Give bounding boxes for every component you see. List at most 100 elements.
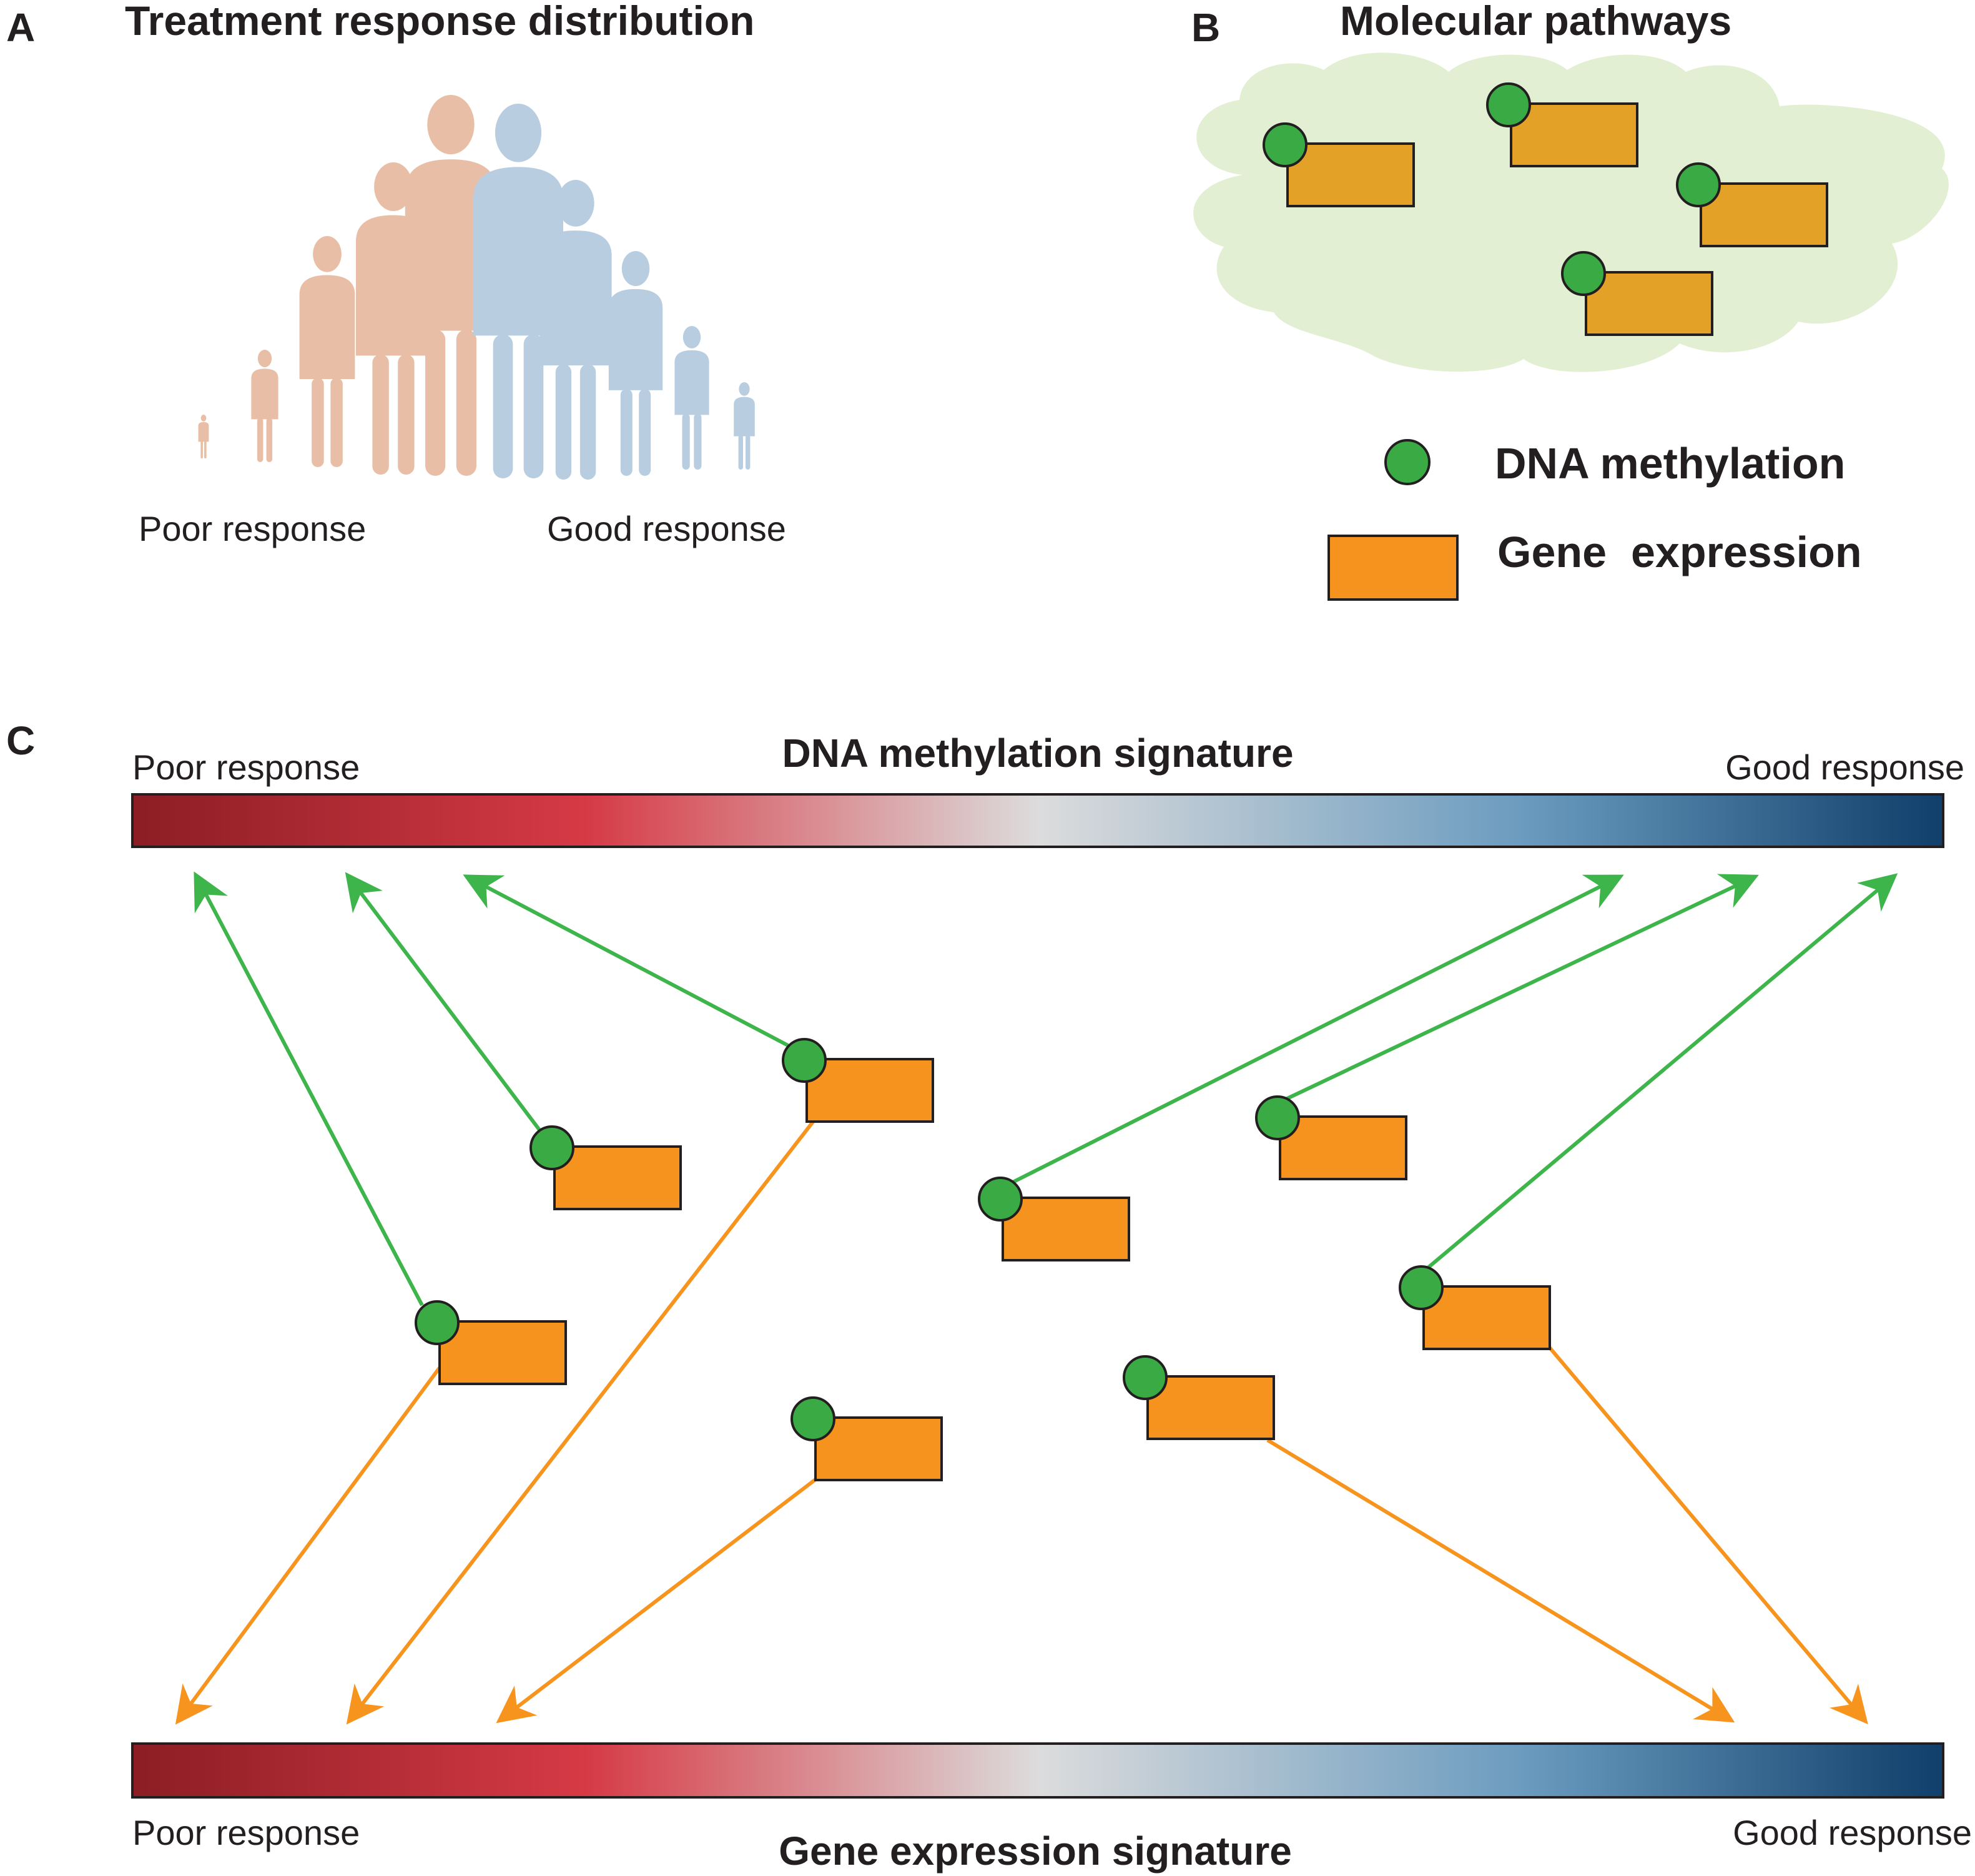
gene-expression-box [1279,1115,1407,1180]
gene-expression-box [1422,1285,1551,1350]
person-head [557,180,594,227]
expression-arrow [496,1476,819,1724]
methylation-legend-icon [1384,439,1431,485]
person-body [734,397,755,437]
person-head [682,326,701,348]
person-leg [620,388,633,476]
expression-arrow [1266,1438,1735,1723]
methylation-legend-label: DNA methylation [1495,439,1845,488]
methylation-dot [1255,1095,1300,1140]
person-head [621,251,650,287]
person-leg [694,413,702,470]
panel-b-letter: B [1191,5,1220,50]
gene-expression-legend-icon [1327,535,1459,601]
person-body [539,230,612,366]
gene-expression-box [1286,142,1415,207]
methylation-arrow [345,872,543,1133]
methylation-arrow [1269,874,1759,1108]
expression-arrow [1540,1338,1868,1725]
person-body [251,368,278,420]
panel-b: B Molecular pathways DNA methylation Gen… [1191,0,1949,601]
person-silhouette-icon [674,326,709,470]
top-good-response-label: Good response [1725,748,1964,787]
gene-expression-box [1146,1375,1275,1440]
methylation-arrow [463,874,789,1047]
gene-expression-box [438,1320,567,1385]
person-leg [493,334,513,478]
gene-expression-box [814,1416,943,1481]
pathway-unit [1255,1095,1407,1180]
gene-expression-box [1585,271,1713,336]
person-head [495,104,542,162]
panel-c-units [415,1038,1551,1481]
panel-c-letter: C [6,718,35,763]
expression-signature-bar [131,1742,1944,1799]
methylation-arrow [1003,874,1624,1188]
expression-signature-title: Gene expression signature [779,1829,1292,1874]
methylation-dot [1676,162,1721,207]
methylation-dot [1263,122,1308,167]
person-leg [639,388,651,476]
connector-arrows [175,871,1898,1725]
gene-expression-legend-label: Gene expression [1497,528,1862,576]
pathway-unit [1123,1355,1275,1440]
person-body [674,350,709,415]
pathway-cloud [1193,52,1949,372]
panel-a-letter: A [6,5,35,50]
methylation-dot [782,1038,827,1083]
person-head [313,236,342,272]
pathway-unit [415,1300,567,1385]
methylation-dot [790,1396,835,1441]
pathway-unit [1399,1265,1551,1350]
people-distribution [198,95,755,480]
pathway-unit [529,1125,682,1210]
person-leg [555,364,572,480]
methylation-dot [1561,251,1606,296]
person-leg [425,329,446,476]
bottom-poor-response-label: Poor response [132,1813,360,1852]
panel-a: A Treatment response distribution Poor r… [6,0,786,548]
person-head [739,382,750,396]
methylation-signature-title: DNA methylation signature [782,731,1293,776]
person-leg [579,364,596,480]
pathway-unit [1263,122,1415,207]
pathway-unit [978,1177,1130,1261]
methylation-arrow [1424,873,1898,1272]
good-response-label: Good response [547,509,786,548]
methylation-dot [1486,82,1531,127]
person-silhouette-icon [251,350,278,462]
methylation-arrow [194,871,424,1306]
gene-expression-box [553,1145,682,1210]
person-head [374,162,413,211]
top-poor-response-label: Poor response [132,748,360,787]
expression-arrow [346,1114,820,1725]
gene-expression-box [805,1058,934,1123]
bottom-good-response-label: Good response [1733,1813,1972,1852]
person-leg [372,354,389,475]
person-leg [746,435,751,470]
person-leg [200,440,203,458]
person-silhouette-icon [734,382,755,470]
pathway-unit [1486,82,1638,167]
pathway-unit [790,1396,943,1481]
gene-expression-box [1700,182,1828,247]
person-leg [398,354,415,475]
person-leg [738,435,743,470]
cloud-units [1263,82,1828,336]
person-leg [523,334,544,478]
methylation-dot [1123,1355,1168,1400]
person-head [257,350,272,368]
person-body [299,275,355,380]
methylation-dot [978,1177,1023,1222]
gene-expression-box [1002,1197,1130,1261]
methylation-signature-bar [131,793,1944,848]
person-leg [682,413,690,470]
person-silhouette-icon [299,236,355,467]
person-head [427,95,475,155]
methylation-dot [529,1125,574,1170]
legend: DNA methylation Gene expression [1327,439,1862,601]
person-body [198,422,209,442]
person-leg [266,418,273,462]
panel-c: C Poor response DNA methylation signatur… [6,718,1972,1874]
